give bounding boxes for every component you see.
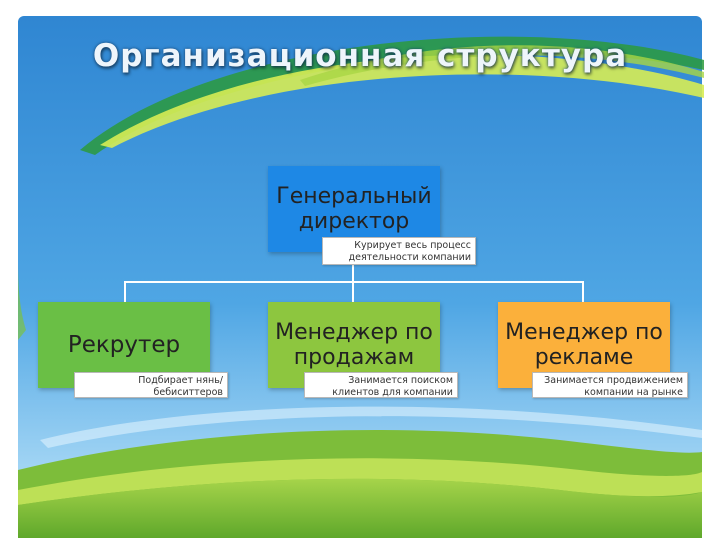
org-node-sales-manager-note: Занимается поиском клиентов для компании: [304, 372, 458, 398]
sky-panel: [18, 16, 702, 538]
org-node-ad-manager-note: Занимается продвижением компании на рынк…: [532, 372, 688, 398]
swoosh-top-light: [100, 54, 704, 148]
org-node-recruiter-title: Рекрутер: [67, 331, 181, 358]
org-node-recruiter-note: Подбирает нянь/бебиситтеров: [74, 372, 228, 398]
slide-title: Организационная структура: [92, 38, 628, 74]
connector-root-vertical: [352, 252, 354, 282]
connector-horizontal: [124, 281, 584, 283]
connector-left-vertical: [124, 281, 126, 303]
org-node-ad-manager-title: Менеджер по рекламе: [505, 319, 663, 370]
swoosh-left: [18, 260, 26, 340]
org-node-ceo-title: Генеральный директор: [276, 183, 432, 234]
connector-center-vertical: [352, 281, 354, 303]
swoosh-bottom-blue: [40, 406, 702, 448]
org-node-ad-manager: Менеджер по рекламе: [498, 302, 670, 388]
swoosh-top-mid: [300, 45, 704, 86]
connector-right-vertical: [582, 281, 584, 303]
grass-front: [18, 478, 702, 538]
org-node-sales-manager-title: Менеджер по продажам: [275, 319, 433, 370]
grass-highlight: [18, 458, 702, 505]
org-node-ceo-note: Курирует весь процесс деятельности компа…: [322, 237, 476, 265]
